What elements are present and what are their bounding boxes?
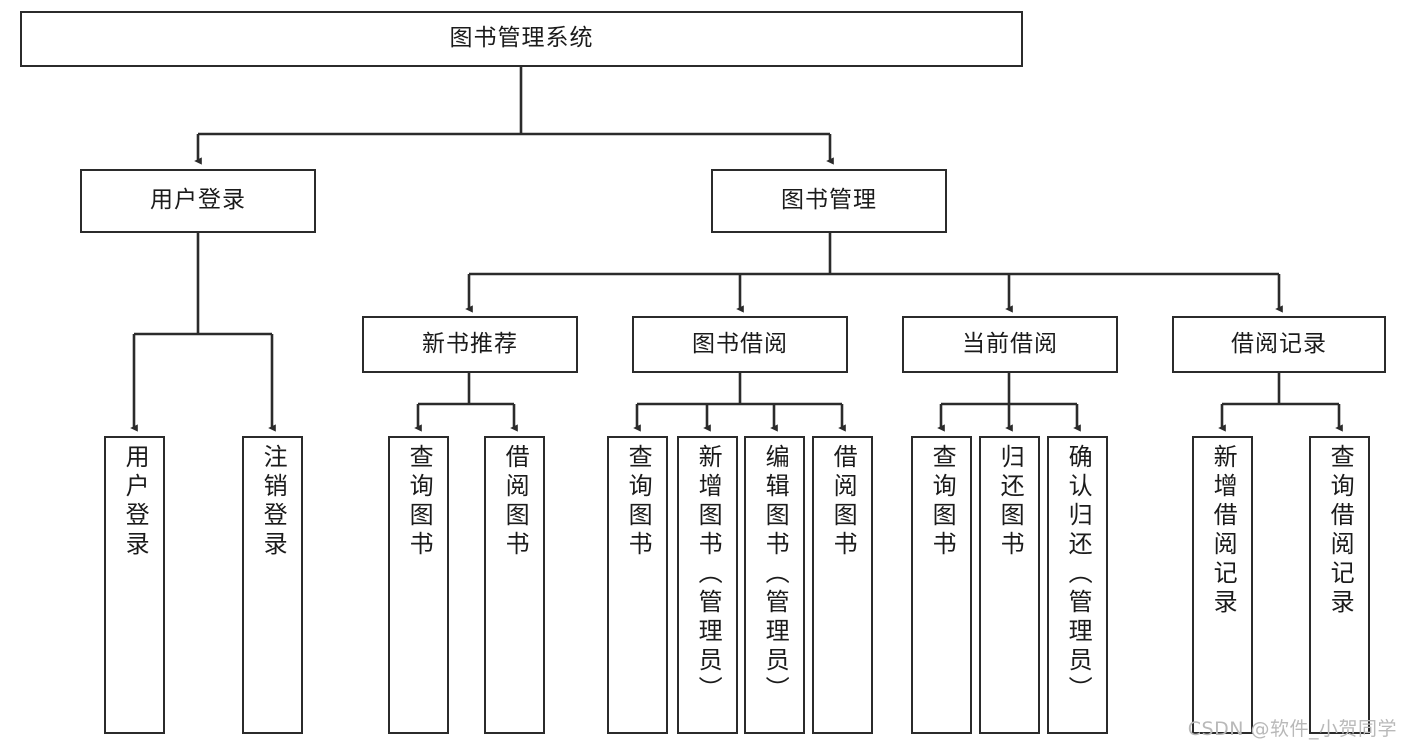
node-new-book-recommendation[interactable]: 新书推荐 bbox=[362, 316, 578, 373]
leaf-label: 查询图书 bbox=[928, 444, 957, 560]
node-label: 图书借阅 bbox=[692, 330, 788, 357]
node-current-borrowing[interactable]: 当前借阅 bbox=[902, 316, 1118, 373]
node-label: 图书管理 bbox=[781, 187, 877, 214]
leaf-label: 新增借阅记录 bbox=[1209, 444, 1238, 618]
leaf-user-login-sign-in[interactable]: 用户登录 bbox=[104, 436, 165, 734]
leaf-current-borrow-confirm-return-admin[interactable]: 确认归还（管理员） bbox=[1047, 436, 1108, 734]
node-label: 借阅记录 bbox=[1231, 330, 1327, 357]
leaf-label: 编辑图书（管理员） bbox=[761, 444, 790, 705]
node-borrowing-record[interactable]: 借阅记录 bbox=[1172, 316, 1386, 373]
leaf-book-borrow-add-book-admin[interactable]: 新增图书（管理员） bbox=[677, 436, 738, 734]
leaf-borrow-record-add-record[interactable]: 新增借阅记录 bbox=[1192, 436, 1253, 734]
leaf-book-borrow-edit-book-admin[interactable]: 编辑图书（管理员） bbox=[744, 436, 805, 734]
leaf-label: 查询图书 bbox=[405, 444, 434, 560]
node-label: 图书管理系统 bbox=[449, 25, 594, 52]
leaf-label: 确认归还（管理员） bbox=[1064, 444, 1093, 705]
leaf-label: 归还图书 bbox=[996, 444, 1025, 560]
watermark-csdn: CSDN @软件_小贺同学 bbox=[1187, 718, 1397, 740]
leaf-book-borrow-query-books[interactable]: 查询图书 bbox=[607, 436, 668, 734]
leaf-label: 用户登录 bbox=[121, 444, 150, 560]
leaf-label: 借阅图书 bbox=[829, 444, 858, 560]
node-user-login[interactable]: 用户登录 bbox=[80, 169, 316, 233]
leaf-current-borrow-query-books[interactable]: 查询图书 bbox=[911, 436, 972, 734]
leaf-borrow-record-query-record[interactable]: 查询借阅记录 bbox=[1309, 436, 1370, 734]
leaf-label: 查询借阅记录 bbox=[1326, 444, 1355, 618]
leaf-book-borrow-borrow-books[interactable]: 借阅图书 bbox=[812, 436, 873, 734]
leaf-new-book-borrow-books[interactable]: 借阅图书 bbox=[484, 436, 545, 734]
leaf-label: 注销登录 bbox=[259, 444, 288, 560]
leaf-label: 借阅图书 bbox=[501, 444, 530, 560]
node-root-book-management-system[interactable]: 图书管理系统 bbox=[20, 11, 1023, 67]
leaf-label: 新增图书（管理员） bbox=[694, 444, 723, 705]
node-label: 新书推荐 bbox=[422, 330, 518, 357]
leaf-new-book-query-books[interactable]: 查询图书 bbox=[388, 436, 449, 734]
node-book-management[interactable]: 图书管理 bbox=[711, 169, 947, 233]
leaf-current-borrow-return-books[interactable]: 归还图书 bbox=[979, 436, 1040, 734]
node-label: 用户登录 bbox=[150, 187, 246, 214]
node-book-borrowing[interactable]: 图书借阅 bbox=[632, 316, 848, 373]
leaf-label: 查询图书 bbox=[624, 444, 653, 560]
node-label: 当前借阅 bbox=[962, 330, 1058, 357]
leaf-user-login-sign-out[interactable]: 注销登录 bbox=[242, 436, 303, 734]
